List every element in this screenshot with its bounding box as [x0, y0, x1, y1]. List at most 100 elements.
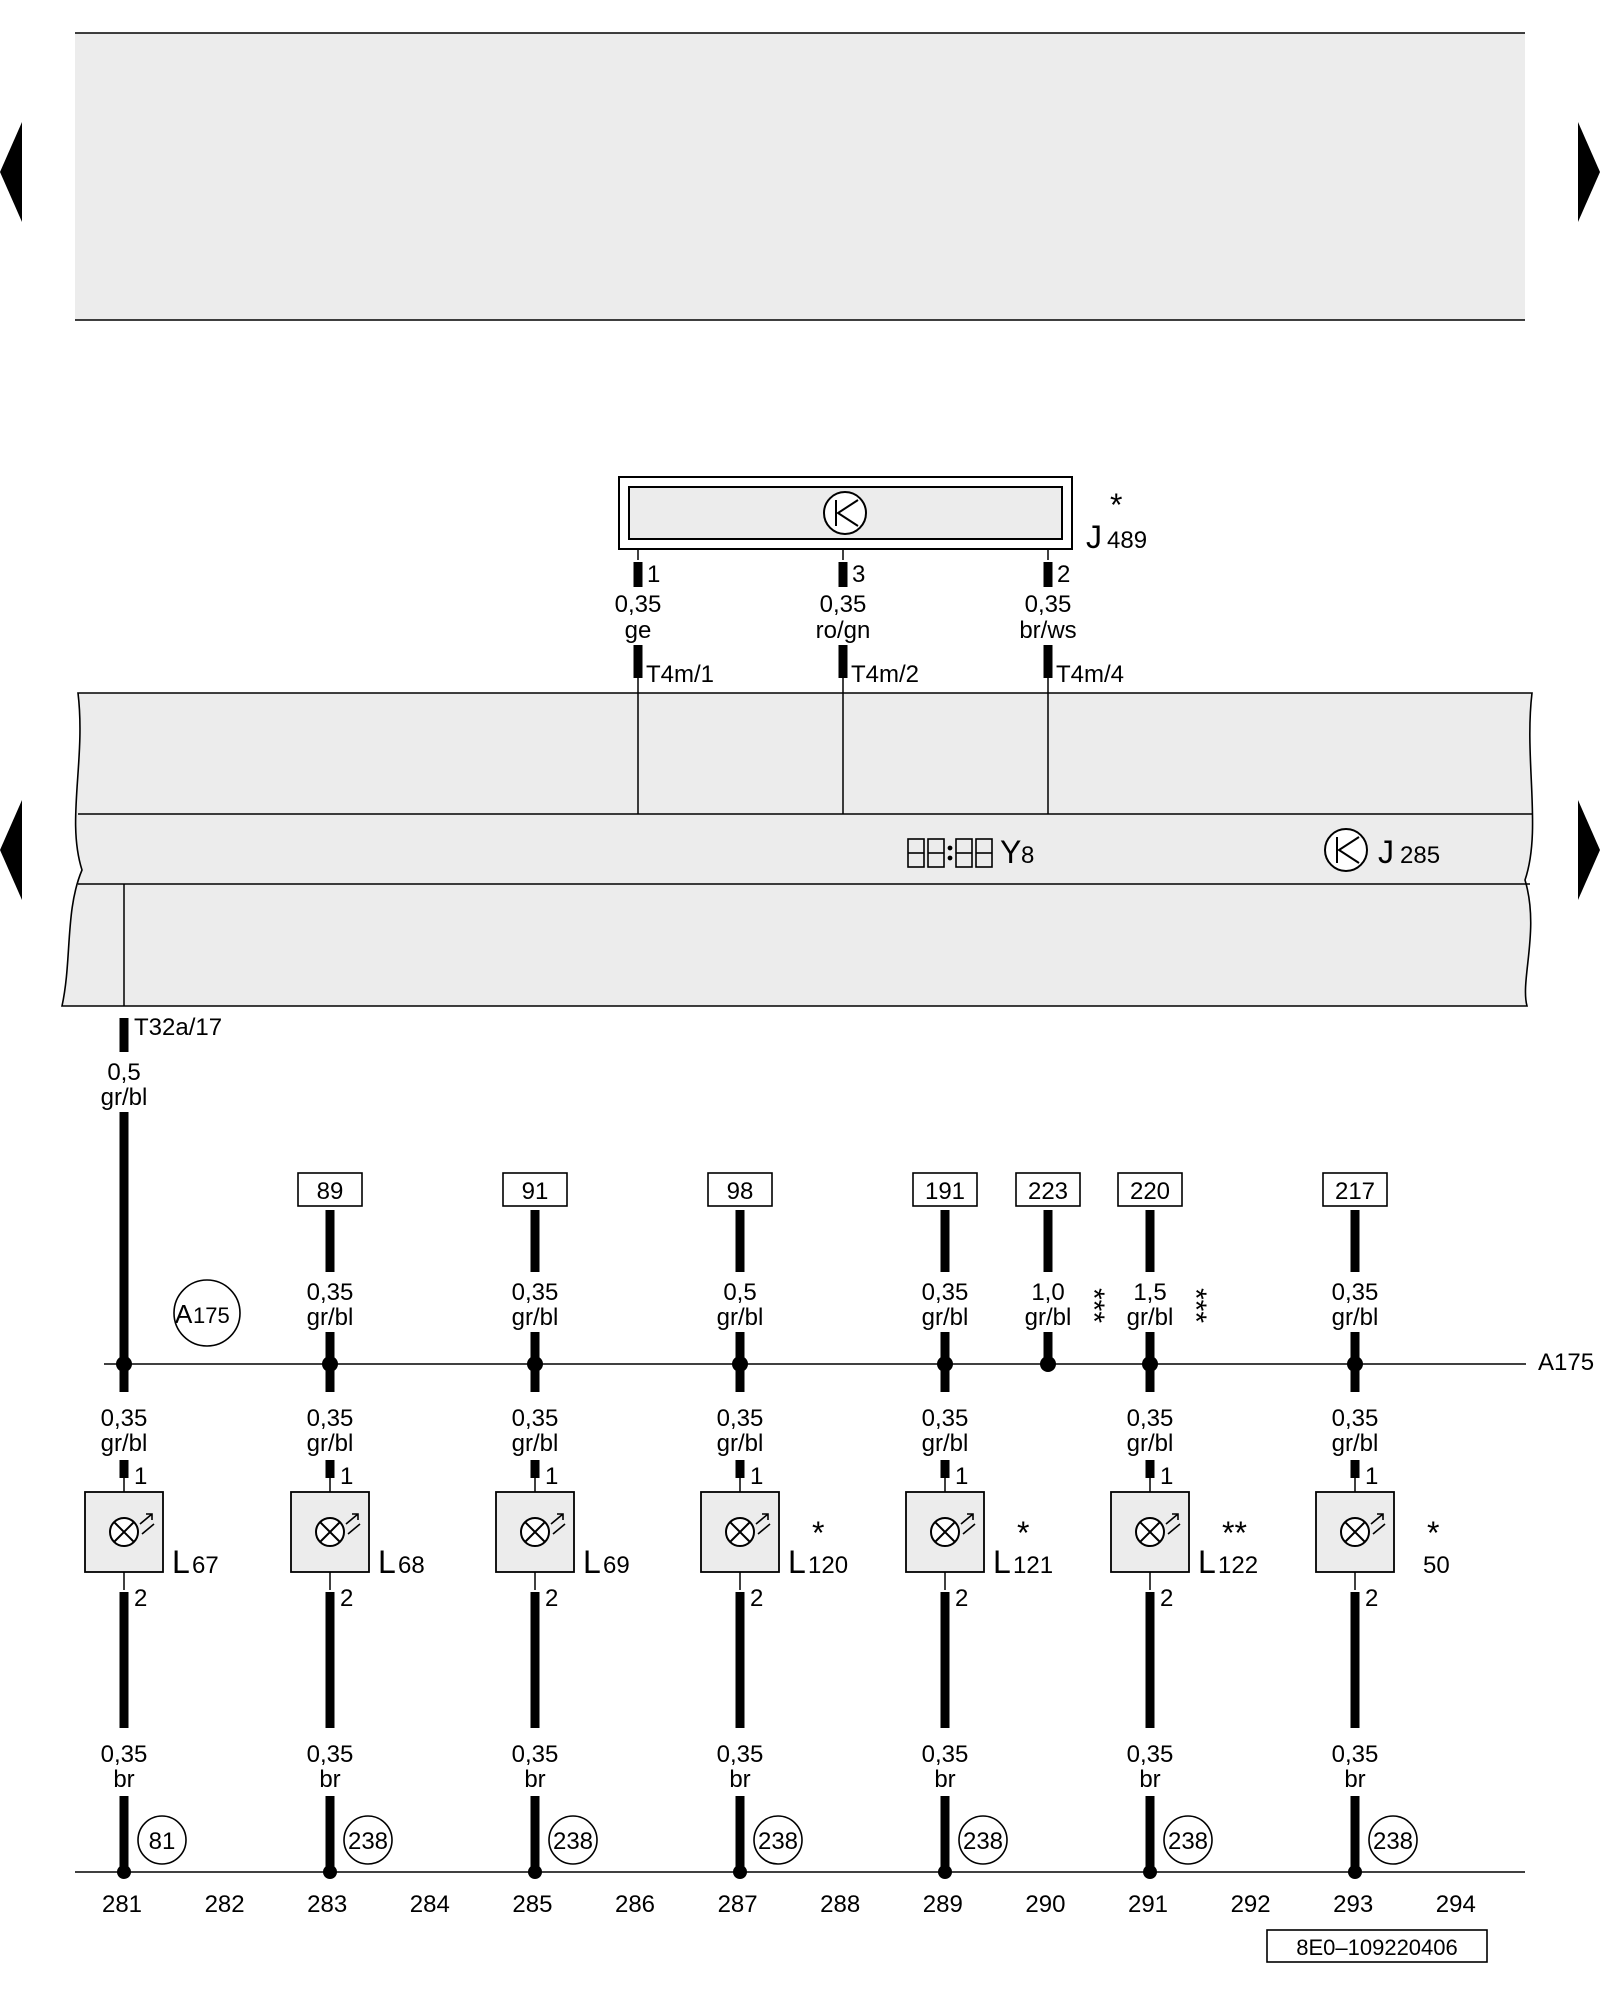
- wire-color: gr/bl: [717, 1304, 764, 1331]
- wire-color: gr/bl: [1025, 1304, 1072, 1331]
- svg-text:1: 1: [647, 561, 660, 588]
- wire-size: 0,35: [1332, 1741, 1379, 1768]
- track-number: 282: [205, 1891, 245, 1918]
- j489-pin-3: 3 0,35 ro/gn T4m/2: [816, 549, 919, 814]
- wire-color: gr/bl: [307, 1430, 354, 1457]
- lamp-mark: *: [1427, 1515, 1439, 1551]
- pin-out: 2: [750, 1585, 763, 1612]
- pin-in: 1: [134, 1463, 147, 1490]
- lamp-letter: L: [583, 1544, 601, 1580]
- ground-ref-circle: [1368, 1815, 1418, 1865]
- lamp-letter: L: [993, 1544, 1011, 1580]
- wire-size: 1,0: [1031, 1279, 1064, 1306]
- ground-ref-circle: [548, 1815, 598, 1865]
- pin-in: 1: [545, 1463, 558, 1490]
- bulb-icon: [109, 1513, 155, 1547]
- wire-size: 0,35: [922, 1405, 969, 1432]
- track-number: 292: [1231, 1891, 1271, 1918]
- track-number: 286: [615, 1891, 655, 1918]
- clock-icon-j285: [1324, 828, 1368, 872]
- bulb-icon: [1135, 1513, 1181, 1547]
- wire-color: gr/bl: [307, 1304, 354, 1331]
- track-number: 291: [1128, 1891, 1168, 1918]
- wire-color: gr/bl: [1127, 1304, 1174, 1331]
- component-j489: J 489 *: [618, 476, 1147, 555]
- ref-box: [707, 1172, 773, 1207]
- diagram-id: 8E0–109220406: [1296, 1935, 1458, 1960]
- previous-page-arrow-lower[interactable]: [0, 800, 22, 900]
- wire-size: 0,5: [723, 1279, 756, 1306]
- track-number: 287: [718, 1891, 758, 1918]
- lamp-sub: 50: [1423, 1552, 1450, 1579]
- svg-text:T4m/1: T4m/1: [646, 661, 714, 688]
- svg-text:ro/gn: ro/gn: [816, 617, 871, 644]
- lamp-letter: L: [378, 1544, 396, 1580]
- ground-ref: 238: [1168, 1828, 1208, 1855]
- wire-color: gr/bl: [717, 1430, 764, 1457]
- svg-text:T32a/17: T32a/17: [134, 1014, 222, 1041]
- pin-out: 2: [1365, 1585, 1378, 1612]
- wire-size: 0,35: [717, 1741, 764, 1768]
- svg-text:T4m/2: T4m/2: [851, 661, 919, 688]
- ground-ref-circle: [137, 1815, 187, 1865]
- bulb-icon: [725, 1513, 771, 1547]
- top-panel: [75, 33, 1525, 320]
- lamp-sub: 67: [192, 1552, 219, 1579]
- pin-out: 2: [340, 1585, 353, 1612]
- wire-size: 0,35: [512, 1405, 559, 1432]
- pin-out: 2: [134, 1585, 147, 1612]
- svg-text:175: 175: [193, 1303, 230, 1328]
- svg-text:2: 2: [1057, 561, 1070, 588]
- svg-text:A: A: [175, 1299, 193, 1329]
- svg-text:T4m/4: T4m/4: [1056, 661, 1124, 688]
- digital-display-icon: [907, 838, 993, 868]
- track-number: 290: [1025, 1891, 1065, 1918]
- ground-ref: 238: [348, 1828, 388, 1855]
- wire-size: 0,35: [717, 1405, 764, 1432]
- svg-text:3: 3: [852, 561, 865, 588]
- lamp-sub: 120: [808, 1552, 848, 1579]
- j489-pin-2: 2 0,35 br/ws T4m/4: [1019, 549, 1124, 814]
- branch-group: 890,35gr/bl910,35gr/bl980,5gr/bl1910,35g…: [116, 1172, 1388, 1372]
- svg-text:0,35: 0,35: [615, 591, 662, 618]
- ground-ref: 81: [149, 1828, 176, 1855]
- wire-color: br: [1344, 1766, 1365, 1793]
- next-page-arrow[interactable]: [1578, 122, 1600, 222]
- ref-box: [1117, 1172, 1183, 1207]
- bus-junction: [1040, 1356, 1056, 1372]
- wire-size: 0,35: [512, 1279, 559, 1306]
- svg-text:gr/bl: gr/bl: [101, 1084, 148, 1111]
- ref-box: [1322, 1172, 1388, 1207]
- track-number: 289: [923, 1891, 963, 1918]
- lamp-letter: L: [1198, 1544, 1216, 1580]
- wire-size: 0,35: [512, 1741, 559, 1768]
- track-number: 285: [512, 1891, 552, 1918]
- ref-box: [1015, 1172, 1081, 1207]
- pin-in: 1: [750, 1463, 763, 1490]
- wire-size: 0,35: [101, 1405, 148, 1432]
- wire-size: 0,35: [922, 1279, 969, 1306]
- y8-ref: Y: [1000, 834, 1021, 870]
- previous-page-arrow[interactable]: [0, 122, 22, 222]
- j285-ref: J: [1378, 834, 1394, 870]
- bus-label: A175: [1538, 1349, 1594, 1376]
- next-page-arrow-lower[interactable]: [1578, 800, 1600, 900]
- track-number: 288: [820, 1891, 860, 1918]
- branch-mark: ***: [1179, 1288, 1212, 1323]
- ref-box-label: 191: [925, 1178, 965, 1205]
- lamp-sub: 68: [398, 1552, 425, 1579]
- svg-text:0,35: 0,35: [820, 591, 867, 618]
- ground-ref-circle: [343, 1815, 393, 1865]
- lamp-mark: *: [812, 1515, 824, 1551]
- bulb-icon: [1340, 1513, 1386, 1547]
- pin-out: 2: [1160, 1585, 1173, 1612]
- track-number: 293: [1333, 1891, 1373, 1918]
- ref-box-label: 217: [1335, 1178, 1375, 1205]
- feed-wire: T32a/17 0,5 gr/bl: [101, 1014, 222, 1364]
